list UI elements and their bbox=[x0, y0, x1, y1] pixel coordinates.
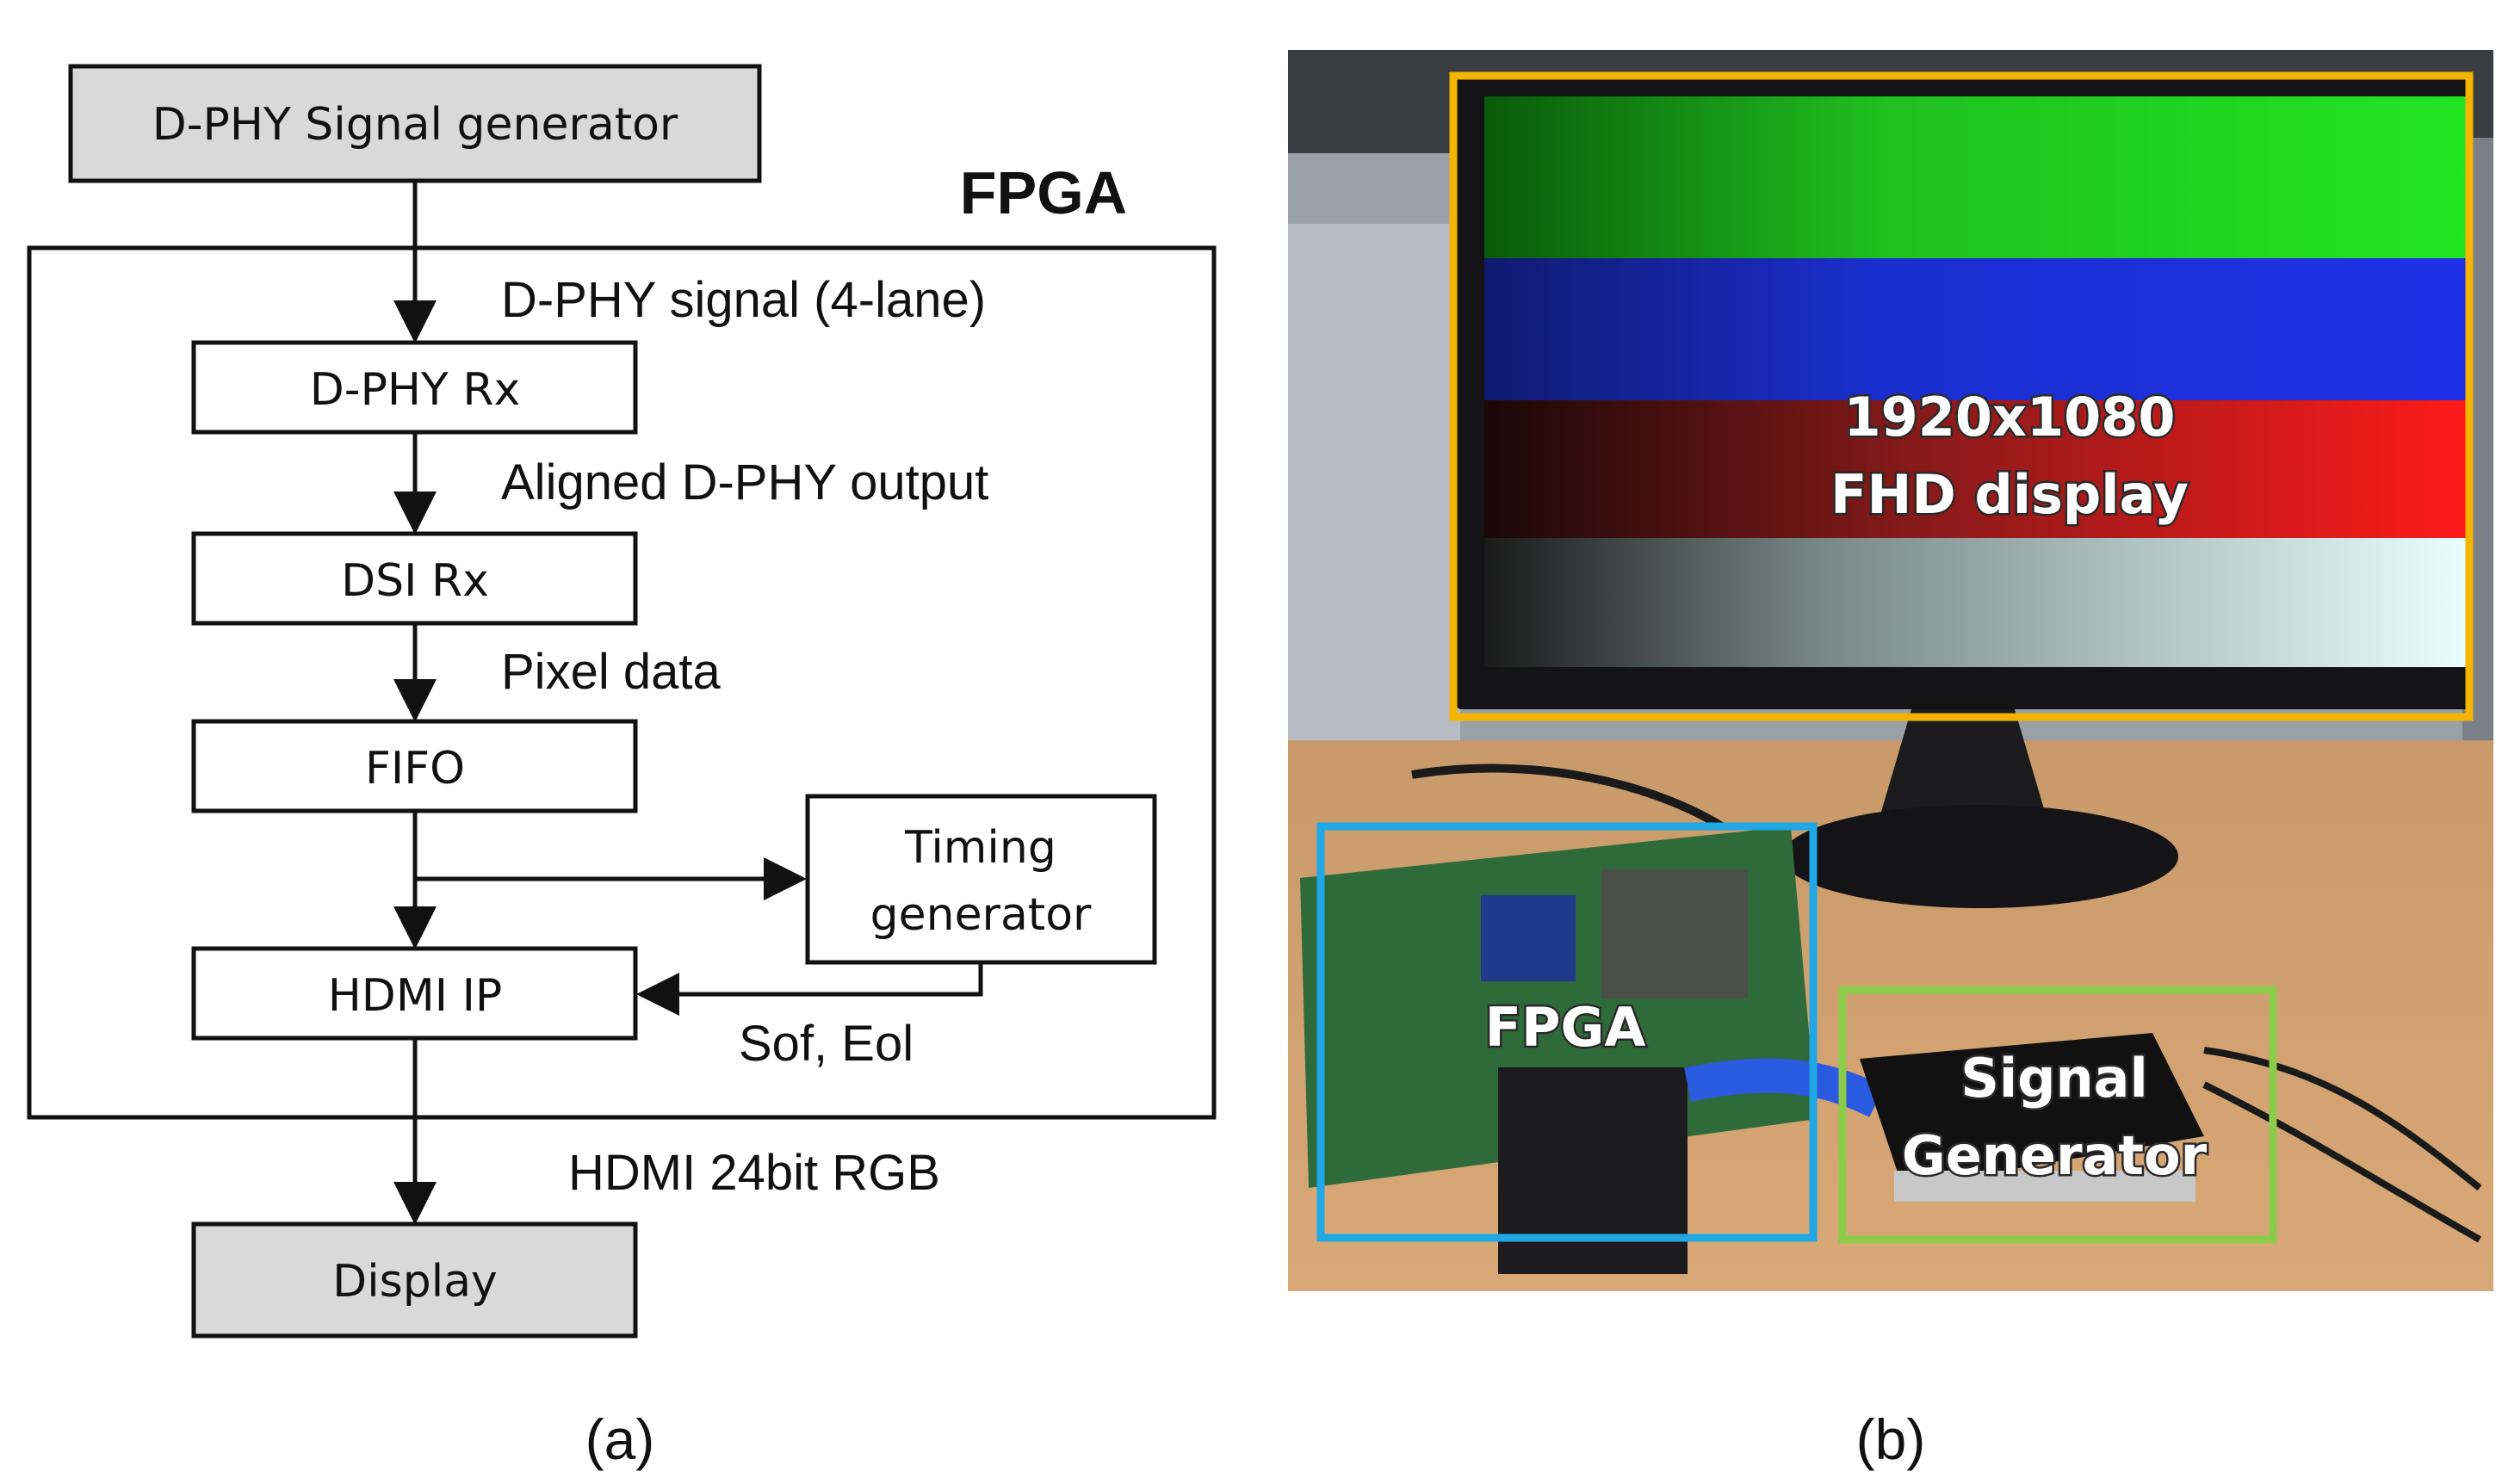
pixel-data-label: Pixel data bbox=[501, 644, 721, 700]
signal-generator-label: D-PHY Signal generator bbox=[152, 99, 678, 151]
fpga-photo-label: FPGA bbox=[1485, 996, 1646, 1059]
ribbon-cable bbox=[1684, 1058, 1885, 1117]
generator-label-line1: Signal bbox=[1960, 1047, 2148, 1110]
panel-b-photo: 1920x1080 FHD display FPGA Signal Genera… bbox=[1288, 50, 2493, 1471]
generator-base bbox=[1894, 1171, 2195, 1202]
sof-eol-label: Sof, Eol bbox=[739, 1016, 913, 1072]
dphy-rx-label: D-PHY Rx bbox=[310, 364, 520, 416]
fmc-card bbox=[1498, 1067, 1688, 1274]
fpga-boundary bbox=[27, 245, 1217, 1120]
hdmi-rgb-label: HDMI 24bit RGB bbox=[568, 1145, 940, 1201]
display-highlight-box bbox=[1449, 71, 2474, 721]
hdmi-ip-block bbox=[191, 946, 638, 1041]
cable-1 bbox=[1411, 764, 1725, 831]
monitor-neck bbox=[1877, 709, 2049, 826]
monitor-red-band bbox=[1484, 400, 2471, 538]
dsi-rx-block bbox=[191, 531, 638, 626]
cable-3 bbox=[2202, 1081, 2481, 1243]
cable-2 bbox=[2203, 1047, 2482, 1191]
dphy-signal-label: D-PHY signal (4-lane) bbox=[501, 272, 986, 328]
display-type-label: FHD display bbox=[1830, 463, 2189, 526]
aligned-output-label: Aligned D-PHY output bbox=[501, 454, 988, 510]
monitor-white-band bbox=[1484, 538, 2471, 667]
arrow-timing-to-hdmi bbox=[636, 962, 983, 1016]
fpga-fan bbox=[1481, 895, 1576, 981]
display-resolution-label: 1920x1080 bbox=[1843, 386, 2175, 448]
fpga-title: FPGA bbox=[960, 159, 1127, 226]
fpga-highlight-box bbox=[1316, 822, 1818, 1242]
panel-a-block-diagram: D-PHY Signal generator FPGA D-PHY signal… bbox=[27, 64, 1217, 1471]
fpga-chip bbox=[1601, 869, 1748, 999]
photo-partition bbox=[1288, 224, 1460, 783]
display-block bbox=[191, 1221, 638, 1339]
monitor-blue-band bbox=[1484, 258, 2471, 400]
caption-b: (b) bbox=[1856, 1407, 1926, 1471]
signal-generator-block bbox=[68, 64, 762, 183]
dsi-rx-label: DSI Rx bbox=[341, 555, 489, 607]
generator-device bbox=[1860, 1033, 2204, 1188]
fifo-label: FIFO bbox=[365, 743, 465, 795]
timing-label-line1: Timing bbox=[904, 822, 1056, 874]
display-label: Display bbox=[332, 1256, 498, 1308]
monitor-base bbox=[1782, 805, 2178, 908]
caption-a: (a) bbox=[585, 1407, 655, 1471]
hdmi-ip-label: HDMI IP bbox=[328, 970, 503, 1022]
dphy-rx-block bbox=[191, 340, 638, 435]
timing-generator-block bbox=[805, 794, 1157, 965]
monitor-green-band bbox=[1484, 96, 2471, 258]
timing-label-line2: generator bbox=[870, 889, 1092, 941]
generator-highlight-box bbox=[1838, 986, 2277, 1244]
generator-label-line2: Generator bbox=[1902, 1124, 2208, 1187]
